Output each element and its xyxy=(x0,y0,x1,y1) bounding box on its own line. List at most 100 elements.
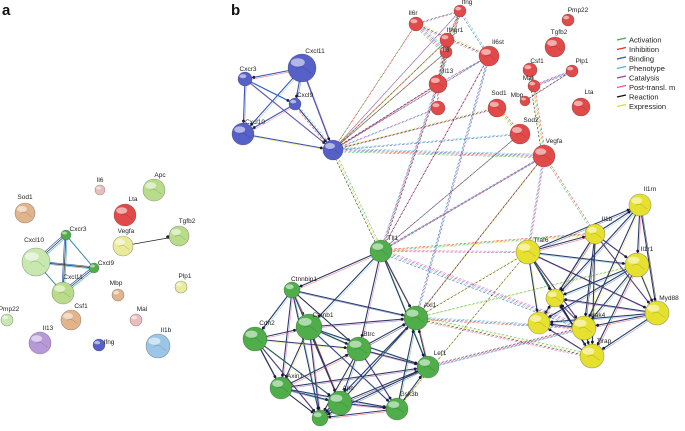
panel-b-node-circle-apc xyxy=(327,390,353,416)
panel-b-node-axin1: Axin1 xyxy=(269,373,304,400)
panel-b-dashed-edge-line xyxy=(379,85,437,253)
panel-a-node-texture-cxcl11 xyxy=(58,291,71,298)
panel-b-node-label-il1b: Il1b xyxy=(602,216,613,223)
panel-b-clique-edge-arrow xyxy=(328,415,332,419)
panel-b-dashed-edge-line xyxy=(332,24,416,151)
panel-b-node-texture-cdh2 xyxy=(250,337,263,344)
panel-b-node-texture-il6st xyxy=(484,55,496,60)
panel-b-clique-edge-arrow xyxy=(588,313,592,317)
panel-a-node-highlight-lta xyxy=(116,207,128,214)
panel-b-clique-edge xyxy=(301,67,335,152)
panel-b-dashed-edge xyxy=(331,148,383,253)
panel-b-node-irak4: Irak4 xyxy=(571,312,606,341)
panel-b-clique-edge-arrow xyxy=(344,341,348,345)
panel-b-node-circle-cxcl9 xyxy=(288,97,302,111)
panel-a-node-lta: Lta xyxy=(113,196,138,227)
panel-b-node-il1b: Il1b xyxy=(584,216,613,245)
panel-a-edge-line xyxy=(66,235,96,270)
panel-b-node-csf1: Csf1 xyxy=(522,58,544,78)
panel-b-dashed-edge-line xyxy=(529,70,544,157)
panel-b-node-texture-y8 xyxy=(534,321,547,328)
panel-b-node-highlight-axl1 xyxy=(406,309,419,317)
panel-b-node-ifng: Ifng xyxy=(453,0,473,18)
panel-b-node-btrc: Btrc xyxy=(346,331,376,362)
panel-b-clique-edge-line xyxy=(529,253,639,267)
legend-item-post-transl-m: Post-transl. m xyxy=(616,83,675,92)
panel-b-node-highlight-mbp xyxy=(521,97,526,101)
panel-b-clique-edge-line xyxy=(556,206,642,300)
panel-b-node-highlight-irak4 xyxy=(574,319,587,327)
panel-b-node-cxcl10: Cxcl10 xyxy=(231,119,265,146)
panel-b-dashed-edge-line xyxy=(332,149,382,252)
panel-b-clique-edge-line xyxy=(382,252,430,369)
panel-a-node-highlight-sod1 xyxy=(17,206,27,212)
panel-b-clique-edge xyxy=(254,338,361,351)
panel-b-node-highlight-ctnnb1 xyxy=(298,317,312,326)
panel-b-node-circle-tgfb2 xyxy=(544,36,566,58)
panel-a-node-highlight-tgfb2 xyxy=(171,229,181,235)
panel-b-node-sod1: Sod1 xyxy=(487,90,507,118)
panel-b-clique-edge-line xyxy=(256,340,322,420)
panel-b-dashed-edge-line xyxy=(414,57,489,320)
panel-b-node-tgfb2: Tgfb2 xyxy=(544,29,568,58)
panel-a-node-tgfb2: Tgfb2 xyxy=(168,218,196,247)
panel-b-dashed-edge-line xyxy=(415,24,446,53)
panel-b-clique-edge-line xyxy=(583,204,641,329)
panel-b-node-axl1: Axl1 xyxy=(403,302,437,331)
panel-b-node-circle-gsk3b xyxy=(385,397,409,421)
panel-b-clique-edge-arrow xyxy=(413,367,417,371)
panel-b-dashed-edge xyxy=(528,68,546,158)
panel-b-dashed-edge xyxy=(414,22,448,54)
panel-a-node-circle-vegfa xyxy=(112,235,134,257)
panel-b-clique-edge xyxy=(590,233,597,358)
panel-b-node-highlight-csf1 xyxy=(524,65,532,70)
panel-b-node-texture-btrc xyxy=(354,347,367,354)
panel-b-clique-edge-line xyxy=(310,328,322,420)
panel-b-node-highlight-y9 xyxy=(547,291,557,298)
panel-b-clique-edge xyxy=(308,317,418,329)
panel-b-node-texture-tgfb2 xyxy=(550,46,562,51)
panel-b-node-highlight-lta xyxy=(573,100,583,107)
panel-b-node-label-axin1: Axin1 xyxy=(287,373,304,380)
panel-b-node-circle-pmp22 xyxy=(561,13,575,27)
panel-b-node-highlight-il1r1 xyxy=(627,256,640,264)
panel-b-node-cxcr3: Cxcr3 xyxy=(237,66,257,87)
panel-a-node-csf1: Csf1 xyxy=(60,303,88,331)
panel-b-clique-edge-arrow xyxy=(563,292,567,296)
panel-b-node-circle-y9 xyxy=(545,288,565,308)
edge-legend: ActivationInhibitionBindingPhenotypeCata… xyxy=(616,36,675,111)
panel-a-node-highlight-pmp22 xyxy=(2,315,9,320)
panel-b-clique-edge xyxy=(554,204,642,300)
panel-b-clique-edge-line xyxy=(593,235,597,358)
panel-b-node-texture-il1rn xyxy=(635,203,648,210)
panel-b-clique-edge-arrow xyxy=(382,406,386,410)
panel-b-clique-edge-arrow xyxy=(325,398,328,401)
panel-b-node-circle-ifngr1 xyxy=(439,32,455,48)
panel-b-dashed-edge-line xyxy=(544,155,596,234)
panel-b-clique-edge-line xyxy=(310,319,418,329)
panel-b-node-highlight-traf6 xyxy=(518,243,531,251)
panel-a-node-label-il13: Il13 xyxy=(43,325,54,332)
panel-b-clique-edge xyxy=(308,326,342,405)
legend-label-inhibition: Inhibition xyxy=(629,45,659,54)
panel-b-node-circle-cxcl10 xyxy=(231,122,255,146)
panel-b-dashed-edge-line xyxy=(416,54,491,317)
panel-b-clique-edge xyxy=(583,204,642,330)
panel-b-node-label-myd88: Myd88 xyxy=(659,295,679,302)
panel-b-dashed-edge-line xyxy=(382,154,546,250)
panel-b-clique-edge-line xyxy=(293,291,418,320)
panel-b-clique-edge-line xyxy=(639,204,658,314)
panel-b-node-bluehub xyxy=(322,139,344,161)
panel-b-node-highlight-il6r xyxy=(410,19,418,24)
panel-a-node-label-sod1: Sod1 xyxy=(17,194,33,201)
panel-b-node-pmp22: Pmp22 xyxy=(561,7,589,27)
panel-b-node-highlight-il1rn xyxy=(631,197,643,204)
panel-b-dashed-edge-line xyxy=(381,83,439,251)
panel-b-node-highlight-sod1 xyxy=(489,101,499,108)
panel-b-clique-edge-line xyxy=(380,250,429,368)
panel-b-node-label-lef1: Lef1 xyxy=(434,350,447,357)
legend-swatch-expression xyxy=(616,103,627,108)
panel-b-dashed-edge-line xyxy=(381,155,545,251)
panel-b-clique-edge-arrow xyxy=(421,353,425,357)
